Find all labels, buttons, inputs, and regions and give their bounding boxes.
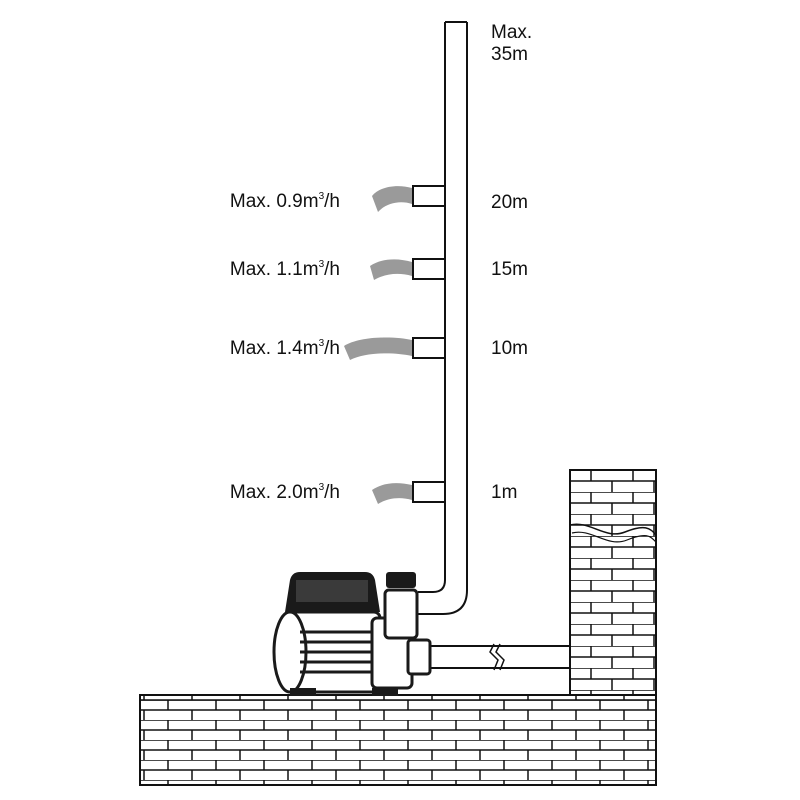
flow-unit-suffix: /h (324, 338, 340, 359)
pump (272, 572, 432, 696)
max-height-line2: 35m (491, 44, 528, 65)
flow-unit-suffix: /h (324, 191, 340, 212)
water-jet-10m (344, 337, 412, 360)
flow-value: Max. 2.0m (229, 482, 319, 503)
flow-unit-suffix: /h (324, 259, 340, 280)
flow-label-15m: Max. 1.1m3/h (180, 259, 340, 281)
outlet-branch-20m (412, 185, 446, 207)
flow-value: Max. 0.9m (229, 191, 319, 212)
flow-label-1m: Max. 2.0m3/h (180, 482, 340, 504)
ground-brick-wall (139, 694, 657, 786)
outlet-branch-1m (412, 481, 446, 503)
height-label-10m: 10m (491, 338, 528, 359)
water-jet-1m (372, 483, 412, 504)
max-height-line1: Max. (491, 22, 533, 43)
flow-unit-exponent: 3 (318, 338, 325, 349)
right-brick-wall (569, 469, 657, 696)
flow-label-10m: Max. 1.4m3/h (180, 338, 340, 360)
flow-label-20m: Max. 0.9m3/h (180, 191, 340, 213)
max-height-label: Max. 35m (491, 22, 532, 66)
flow-unit-suffix: /h (324, 482, 340, 503)
outlet-branch-10m (412, 337, 446, 359)
height-label-1m: 1m (491, 482, 518, 503)
outlet-branch-15m (412, 258, 446, 280)
water-jet-20m (372, 186, 412, 212)
height-label-20m: 20m (491, 192, 528, 213)
flow-unit-exponent: 3 (318, 259, 325, 270)
suction-pipe (428, 643, 570, 671)
flow-unit-exponent: 3 (318, 191, 325, 202)
flow-value: Max. 1.4m (229, 338, 319, 359)
height-label-15m: 15m (491, 259, 528, 280)
discharge-pipe (418, 21, 468, 615)
water-jet-15m (370, 259, 412, 280)
flow-unit-exponent: 3 (318, 482, 325, 493)
flow-value: Max. 1.1m (229, 259, 319, 280)
